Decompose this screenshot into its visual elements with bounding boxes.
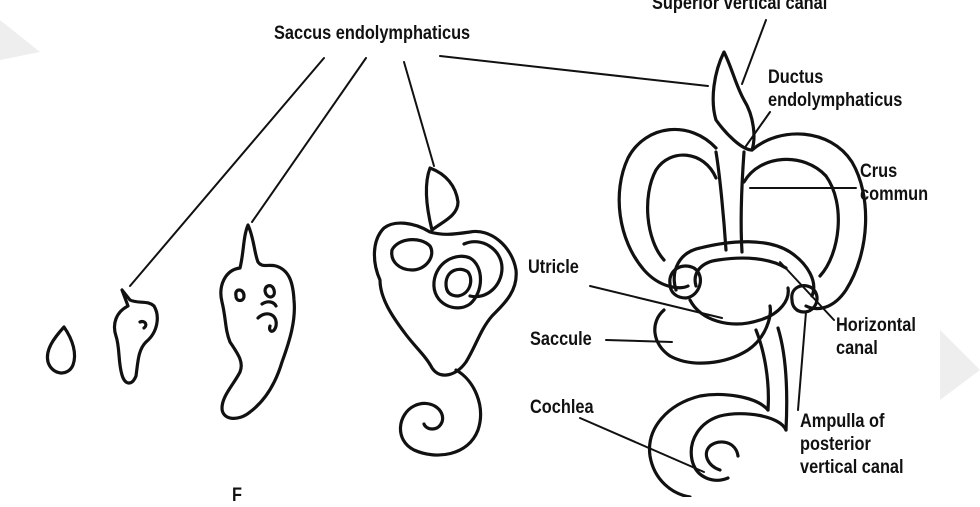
ductus-line-1: Ductus	[768, 66, 902, 89]
leader-saccus-stage4	[404, 62, 434, 166]
corner-shade-top-left	[0, 20, 40, 60]
label-saccus-endolymphaticus: Saccus endolymphaticus	[274, 22, 470, 45]
stage3-detail-1	[236, 290, 244, 301]
label-bottom-partial: F	[232, 484, 242, 507]
leader-saccus-stage2	[130, 58, 324, 286]
stage3-detail-4	[262, 302, 276, 306]
label-horizontal-canal: Horizontal canal	[836, 314, 916, 360]
stage5-cochlea-inner	[706, 442, 738, 470]
label-superior-vertical-canal: Superior vertical canal	[652, 0, 827, 15]
label-ampulla-posterior: Ampulla of posterior vertical canal	[800, 410, 904, 479]
ampulla-line-3: vertical canal	[800, 456, 904, 479]
leader-saccus-stage3	[252, 58, 366, 222]
stage5-saccule	[655, 306, 771, 363]
crus-line-2: commun	[860, 183, 928, 206]
label-cochlea: Cochlea	[530, 396, 594, 419]
horizontal-line-2: canal	[836, 337, 916, 360]
stage3-detail-3	[258, 314, 276, 331]
label-utricle: Utricle	[528, 256, 579, 279]
ampulla-line-2: posterior	[800, 433, 904, 456]
label-ductus-endolymphaticus: Ductus endolymphaticus	[768, 66, 902, 112]
stage4-inner-loop	[392, 240, 432, 270]
stage3-detail-2	[265, 286, 274, 297]
stage5-cochlea-middle	[691, 414, 786, 481]
stage1-otocyst	[47, 327, 74, 373]
stage4-saccus	[426, 168, 458, 230]
stage5-utricle	[690, 288, 788, 324]
stage5-superior-canal-outer	[619, 129, 716, 287]
stage5-superior-canal-inner	[648, 155, 716, 260]
crus-line-1: Crus	[860, 160, 928, 183]
stage4-cochlea	[400, 370, 480, 455]
stage2-vesicle	[115, 290, 158, 383]
ampulla-line-1: Ampulla of	[800, 410, 904, 433]
horizontal-line-1: Horizontal	[836, 314, 916, 337]
leader-superior-canal	[742, 20, 766, 84]
label-crus-commune: Crus commun	[860, 160, 928, 206]
ductus-line-2: endolymphaticus	[768, 89, 902, 112]
stage4-canal-ring-inner	[446, 269, 471, 296]
stage5-posterior-canal-outer	[752, 134, 866, 309]
stage5-horizontal-canal-inner	[695, 258, 786, 286]
label-saccule: Saccule	[530, 328, 592, 351]
stage5-crus-commune	[716, 152, 744, 252]
leader-saccus-stage5	[440, 56, 708, 86]
stage3-body	[221, 225, 294, 418]
leader-ampulla	[798, 312, 806, 410]
stage2-eye-detail	[140, 322, 146, 328]
leader-saccule	[606, 340, 672, 342]
leader-cochlea	[580, 418, 704, 472]
corner-shade-right	[940, 330, 980, 400]
stage4-canal-ring	[434, 256, 481, 308]
leader-utricle	[590, 286, 722, 318]
